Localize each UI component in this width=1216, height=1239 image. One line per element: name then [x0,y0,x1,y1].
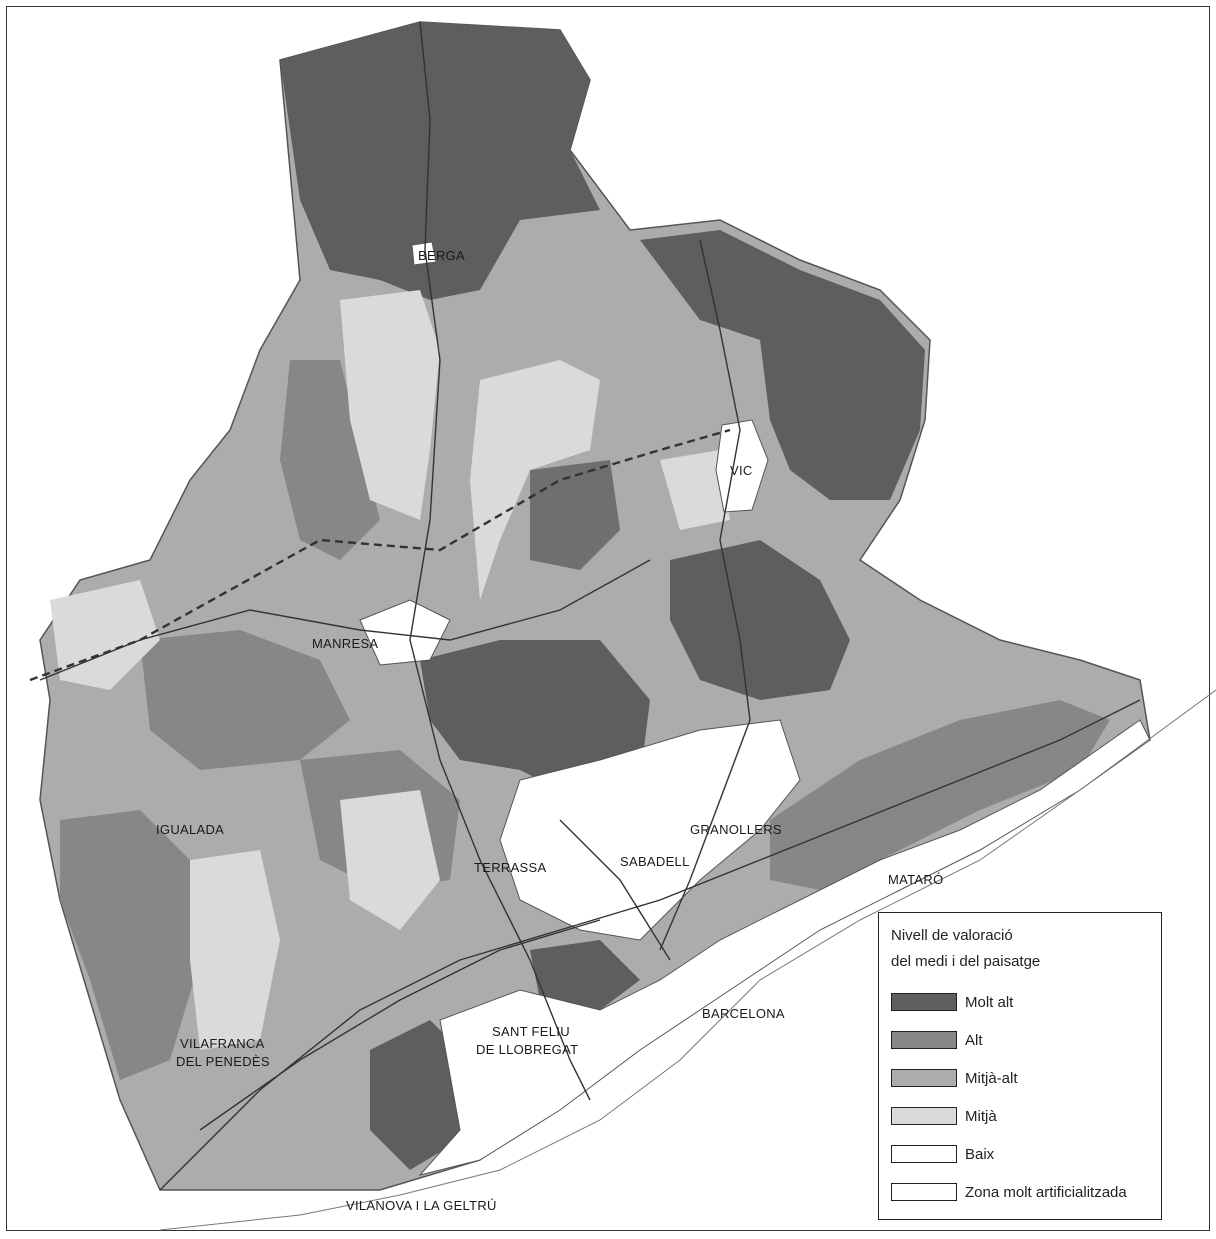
zone-alt-maresme [770,700,1110,890]
city-label-barcelona: BARCELONA [702,1006,785,1021]
city-label-mataro: MATARÓ [888,872,943,887]
city-label-vilafranca-1: VILAFRANCA [180,1036,265,1051]
zone-mitja-vallès [340,790,440,930]
zone-mitja-vic [660,450,730,530]
map-legend: Nivell de valoració del medi i del paisa… [878,912,1162,1220]
legend-item-molt-alt: Molt alt [891,983,1149,1021]
city-label-vilafranca-2: DEL PENEDÈS [176,1054,270,1069]
zone-mitja-lluca-s [470,360,600,600]
railway-dashed [29,428,731,682]
zone-molt-alt-collserola [530,940,640,1010]
city-label-sabadell: SABADELL [620,854,690,869]
zone-mitja-west [50,580,160,690]
city-label-manresa: MANRESA [312,636,378,651]
legend-item-mitja-alt: Mitjà-alt [891,1059,1149,1097]
legend-item-mitja: Mitjà [891,1097,1149,1135]
zone-alt-montserrat [280,360,380,560]
zone-mitja-penedes [190,850,280,1050]
legend-item-baix: Baix [891,1135,1149,1173]
legend-swatch-alt [891,1031,957,1049]
legend-title-line1: Nivell de valoració [891,927,1013,944]
legend-item-alt: Alt [891,1021,1149,1059]
city-label-sant-feliu-2: DE LLOBREGAT [476,1042,578,1057]
legend-label-molt-alt: Molt alt [965,993,1014,1011]
legend-swatch-zona-artificialitzada [891,1183,957,1201]
legend-label-alt: Alt [965,1031,983,1049]
city-label-berga: BERGA [418,248,465,263]
legend-title-line2: del medi i del paisatge [891,953,1041,970]
legend-label-baix: Baix [965,1145,995,1163]
legend-swatch-molt-alt [891,993,957,1011]
zone-molt-alt-northeast [640,230,925,500]
city-label-vilanova: VILANOVA I LA GELTRÚ [346,1198,497,1213]
zone-baix-manresa [359,599,451,666]
zone-baix-valles [499,719,801,941]
zone-molt-alt-center [420,640,650,800]
legend-item-zona-artificialitzada: Zona molt artificialitzada [891,1173,1149,1211]
legend-label-zona-artificialitzada: Zona molt artificialitzada [965,1183,1127,1201]
zone-alt-lluca [530,460,620,570]
zone-molt-alt-garraf [370,1020,470,1170]
coastline [159,689,1216,1231]
city-label-sant-feliu-1: SANT FELIU [492,1024,570,1039]
zone-alt-west [60,810,200,1080]
legend-label-mitja-alt: Mitjà-alt [965,1069,1018,1087]
zone-molt-alt-north [280,22,600,300]
legend-swatch-mitja [891,1107,957,1125]
zone-molt-alt-montseny [670,540,850,700]
city-label-terrassa: TERRASSA [474,860,547,875]
legend-label-mitja: Mitjà [965,1107,997,1125]
legend-title: Nivell de valoració del medi i del paisa… [891,923,1149,975]
legend-swatch-mitja-alt [891,1069,957,1087]
legend-swatch-baix [891,1145,957,1163]
zone-alt-center-west [140,630,350,770]
city-label-vic: VIC [730,463,753,478]
city-label-igualada: IGUALADA [156,822,224,837]
zone-mitja-bages [340,290,440,520]
city-label-granollers: GRANOLLERS [690,822,782,837]
